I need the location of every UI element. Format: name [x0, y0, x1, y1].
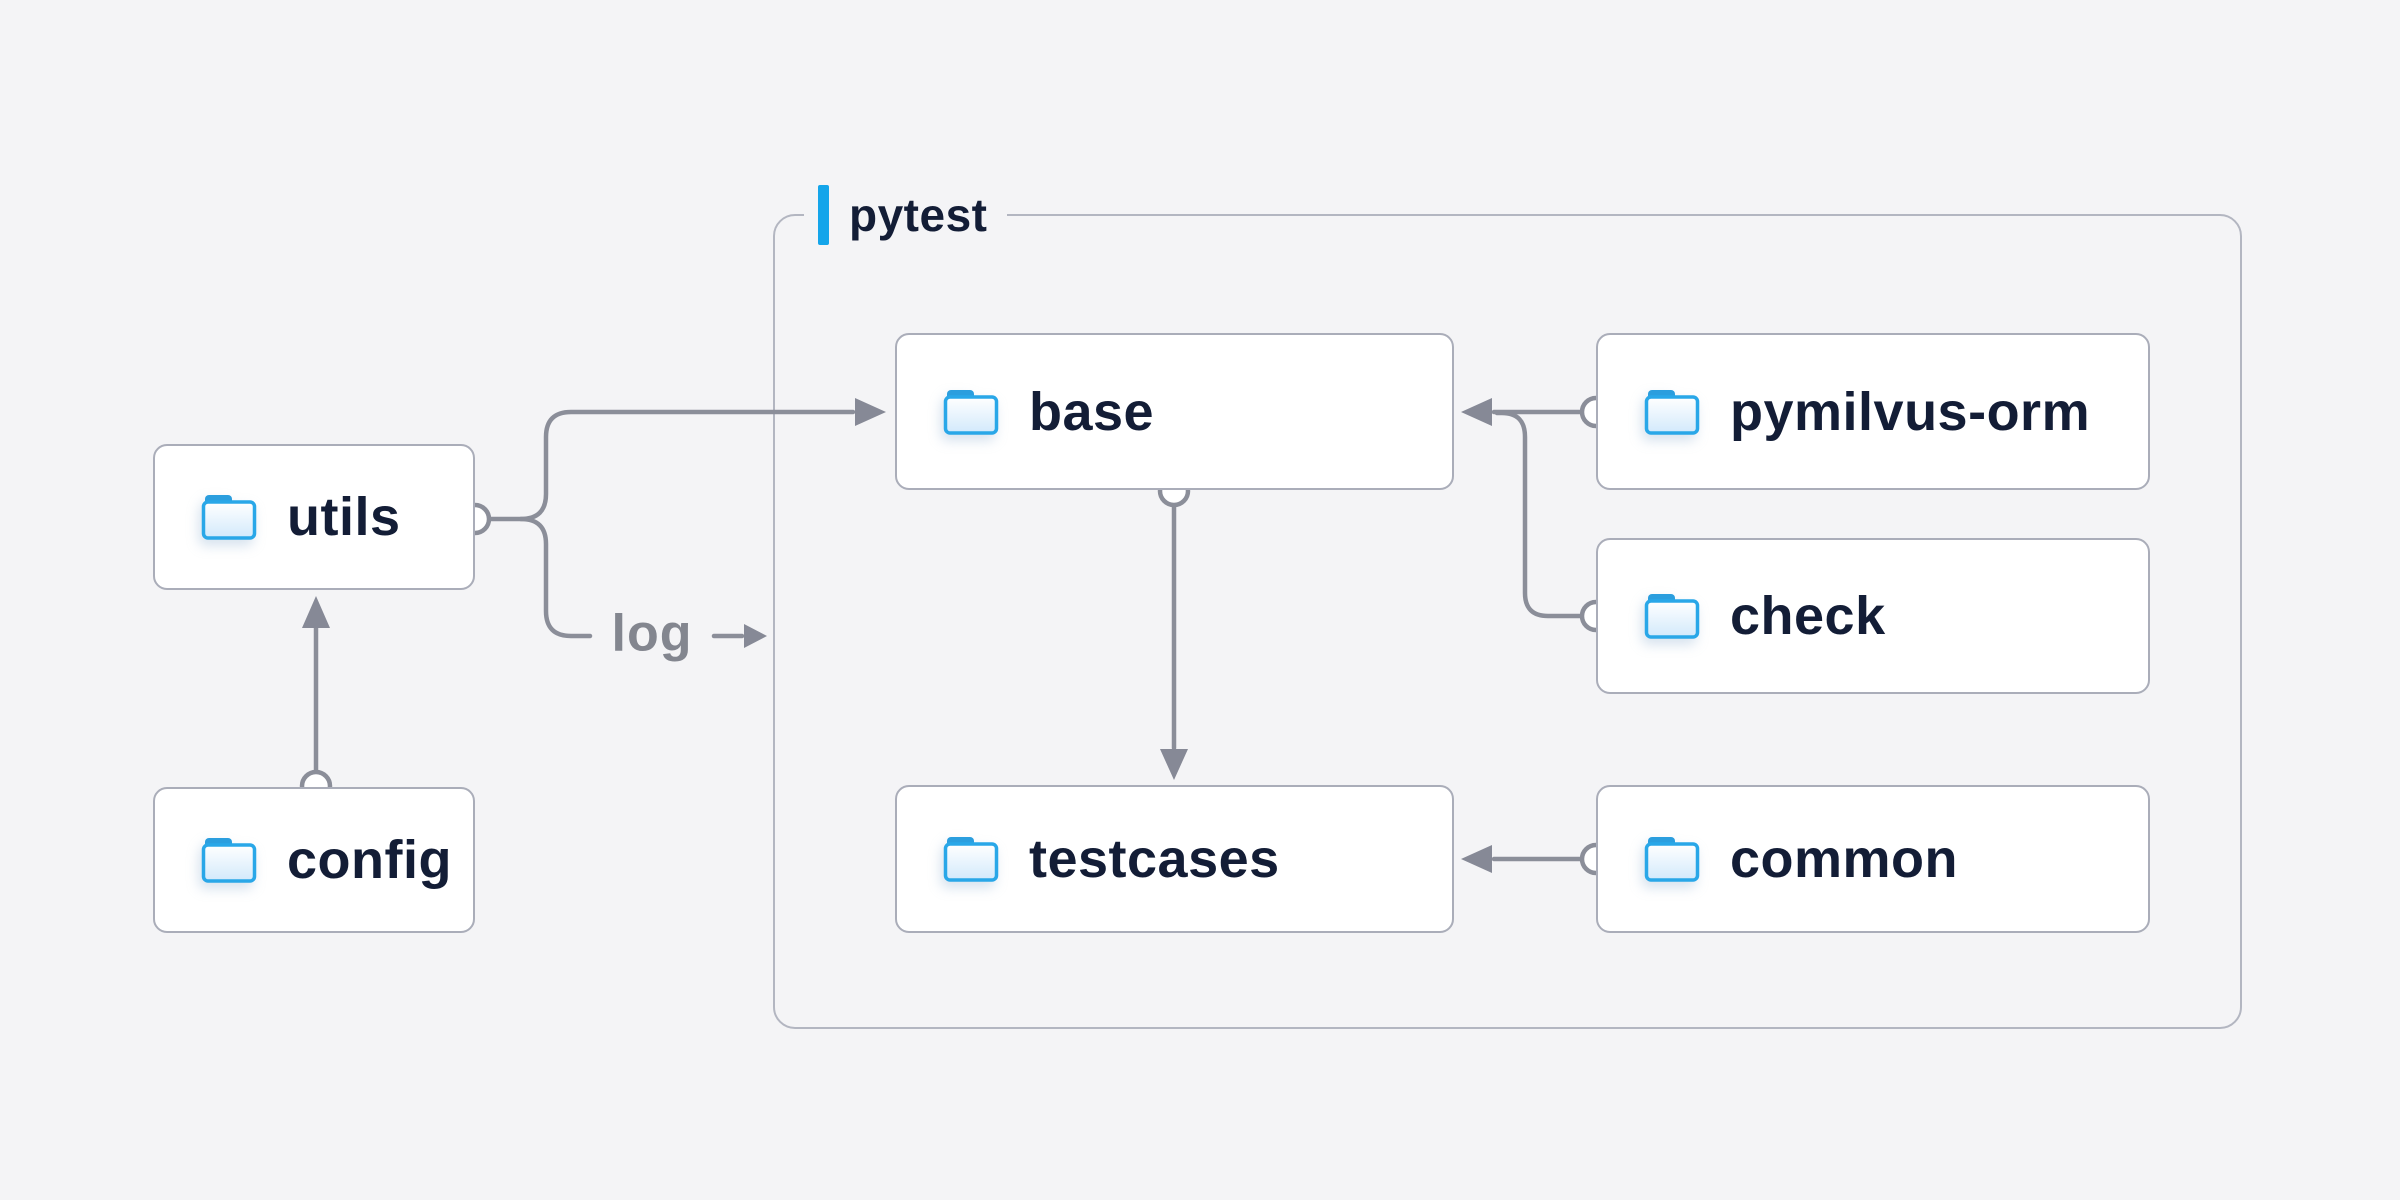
accent-bar: [818, 185, 829, 245]
arrowhead-log: [744, 624, 767, 648]
arrowhead-into-utils: [302, 596, 330, 628]
node-label: testcases: [1029, 829, 1280, 889]
pytest-group-label-text: pytest: [849, 189, 988, 241]
node-label: base: [1029, 381, 1155, 442]
node-base: base: [895, 333, 1454, 490]
folder-icon: [943, 837, 999, 882]
node-check: check: [1596, 538, 2150, 694]
pytest-group-container: [773, 214, 2242, 1029]
node-label: common: [1730, 829, 1959, 889]
node-pymilvus-orm: pymilvus-orm: [1596, 333, 2150, 490]
node-testcases: testcases: [895, 785, 1454, 933]
folder-icon: [1644, 389, 1700, 435]
folder-icon: [201, 838, 257, 883]
node-label: pymilvus-orm: [1730, 381, 2091, 442]
folder-icon: [1644, 837, 1700, 882]
node-label: config: [287, 830, 452, 890]
node-utils: utils: [153, 444, 475, 590]
folder-icon: [943, 389, 999, 435]
pytest-group-label: pytest: [804, 182, 1008, 248]
node-common: common: [1596, 785, 2150, 933]
node-config: config: [153, 787, 475, 933]
node-label: check: [1730, 586, 1886, 646]
edge-label-log: log: [611, 604, 693, 663]
node-label: utils: [287, 487, 401, 547]
folder-icon: [201, 495, 257, 540]
folder-icon: [1644, 594, 1700, 639]
